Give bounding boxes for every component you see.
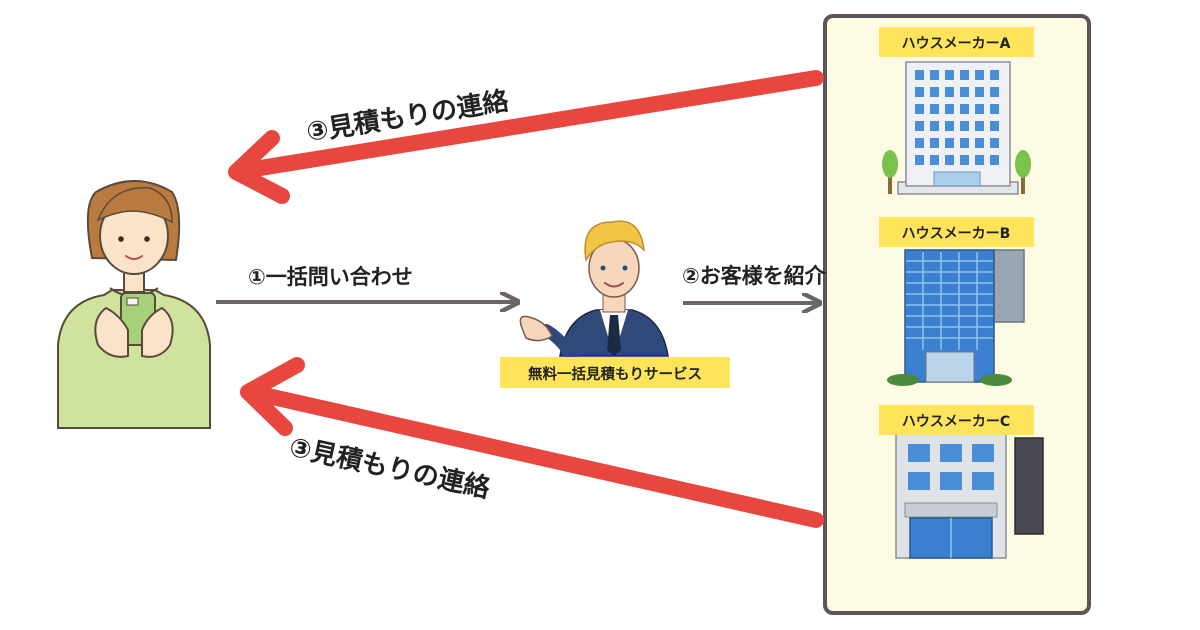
window	[908, 472, 930, 490]
window	[915, 155, 924, 165]
window	[990, 138, 999, 148]
contact-arrow-bottom	[240, 357, 824, 528]
window	[915, 70, 924, 80]
maker-label-c: ハウスメーカーC	[902, 414, 1010, 430]
window	[990, 87, 999, 97]
window	[945, 155, 954, 165]
step-introduce-label: ②お客様を紹介	[682, 264, 827, 288]
window	[940, 444, 962, 462]
maker-label-b: ハウスメーカーB	[902, 226, 1011, 242]
window	[915, 87, 924, 97]
window	[940, 472, 962, 490]
window	[960, 138, 969, 148]
window	[930, 138, 939, 148]
window	[972, 444, 994, 462]
service-label: 無料一括見積もりサービス	[528, 365, 702, 383]
window	[975, 155, 984, 165]
window	[975, 70, 984, 80]
window	[945, 87, 954, 97]
maker-label-c-box	[879, 405, 1034, 435]
service-label-box	[500, 357, 730, 388]
window	[930, 104, 939, 114]
window	[915, 104, 924, 114]
window	[945, 121, 954, 131]
window	[945, 138, 954, 148]
woman-with-phone-icon	[57, 180, 211, 429]
window	[960, 70, 969, 80]
window	[960, 155, 969, 165]
window	[960, 104, 969, 114]
window	[975, 138, 984, 148]
window	[930, 121, 939, 131]
window	[960, 121, 969, 131]
window	[930, 70, 939, 80]
glass-tower-icon	[887, 249, 1025, 386]
window	[975, 121, 984, 131]
businessman-icon	[519, 220, 669, 362]
step-inquiry-label: ①一括問い合わせ	[248, 265, 413, 289]
window	[930, 87, 939, 97]
shop-building-icon	[895, 431, 1044, 559]
window	[915, 138, 924, 148]
window	[990, 121, 999, 131]
contact-arrow-top	[228, 70, 824, 204]
window	[930, 155, 939, 165]
window	[990, 70, 999, 80]
window	[990, 104, 999, 114]
window	[945, 70, 954, 80]
maker-label-a: ハウスメーカーA	[902, 36, 1011, 52]
window	[960, 87, 969, 97]
window	[972, 472, 994, 490]
maker-label-a-box	[879, 27, 1034, 57]
window	[915, 121, 924, 131]
window	[908, 444, 930, 462]
maker-label-b-box	[879, 217, 1034, 247]
window	[945, 104, 954, 114]
window	[975, 104, 984, 114]
office-building-icon	[882, 61, 1031, 195]
window	[990, 155, 999, 165]
window	[975, 87, 984, 97]
